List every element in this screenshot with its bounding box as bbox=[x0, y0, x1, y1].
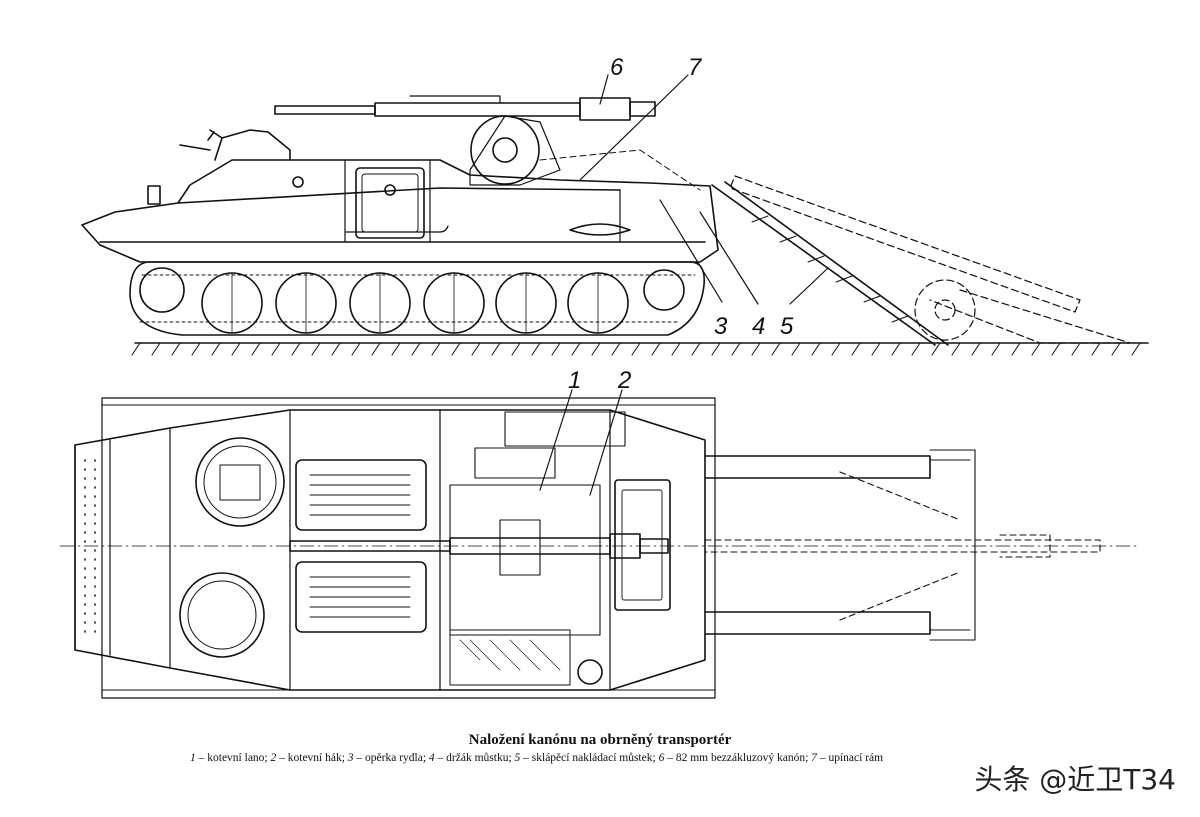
road-wheels bbox=[139, 267, 685, 334]
hull-top-body bbox=[74, 409, 706, 691]
legend-number: 4 bbox=[428, 752, 435, 764]
watermark: 头条 @近卫T34 bbox=[974, 763, 1176, 796]
legend-number: 1 bbox=[190, 752, 196, 764]
callout-6: 6 bbox=[610, 54, 624, 81]
callout-4: 4 bbox=[752, 313, 765, 340]
ground-hatching bbox=[131, 342, 1141, 356]
cupola bbox=[214, 129, 291, 161]
leader-1 bbox=[539, 389, 573, 491]
loading-ramp-side bbox=[711, 181, 949, 346]
leader-5 bbox=[789, 267, 829, 305]
top-hatch-lower bbox=[179, 572, 265, 658]
hull-upper-line bbox=[177, 187, 621, 204]
legend-text: – 82 mm bezzákluzový kanón; bbox=[664, 752, 812, 764]
caption-legend: 1 – kotevní lano; 2 – kotevní hák; 3 – o… bbox=[190, 752, 883, 764]
legend-number: 6 bbox=[658, 752, 665, 764]
leader-2 bbox=[589, 389, 623, 496]
legend-number: 2 bbox=[270, 752, 277, 764]
callout-3: 3 bbox=[714, 313, 728, 340]
leader-3 bbox=[659, 199, 723, 303]
grille-upper bbox=[295, 459, 427, 531]
hull-top-outline bbox=[101, 397, 716, 699]
hull-outline bbox=[81, 159, 719, 263]
ramp-rails-top bbox=[704, 449, 976, 641]
caption-title: Naložení kanónu na obrněný transportér bbox=[468, 732, 732, 748]
gun-on-ramp-dashed bbox=[729, 175, 1131, 344]
track-outline bbox=[129, 261, 706, 336]
legend-text: – kotevní lano; bbox=[195, 752, 271, 764]
legend-text: – kotevní hák; bbox=[276, 752, 348, 764]
side-door bbox=[355, 167, 425, 239]
legend-text: – upínací rám bbox=[816, 752, 884, 764]
callout-2: 2 bbox=[617, 367, 631, 394]
top-view bbox=[59, 389, 1141, 699]
legend-number: 3 bbox=[347, 752, 354, 764]
top-hatch-upper bbox=[195, 437, 285, 527]
legend-text: – opěrka rydla; bbox=[353, 752, 429, 764]
legend-text: – držák můstku; bbox=[434, 752, 515, 764]
recoilless-gun-side bbox=[274, 95, 656, 186]
gun-top-dashed bbox=[704, 471, 1101, 621]
callout-5: 5 bbox=[780, 313, 794, 340]
leader-4 bbox=[699, 211, 759, 305]
legend-text: – sklápěcí nakládací můstek; bbox=[520, 752, 659, 764]
callout-7: 7 bbox=[688, 54, 703, 81]
recoilless-gun-top bbox=[289, 519, 669, 576]
leader-7 bbox=[579, 74, 689, 181]
callout-1: 1 bbox=[568, 367, 581, 394]
side-view bbox=[81, 74, 1149, 356]
gun-wheel bbox=[470, 115, 540, 185]
legend-number: 5 bbox=[514, 752, 521, 764]
leader-6 bbox=[599, 74, 609, 105]
grille-lower bbox=[295, 561, 427, 633]
legend-number: 7 bbox=[811, 752, 817, 764]
